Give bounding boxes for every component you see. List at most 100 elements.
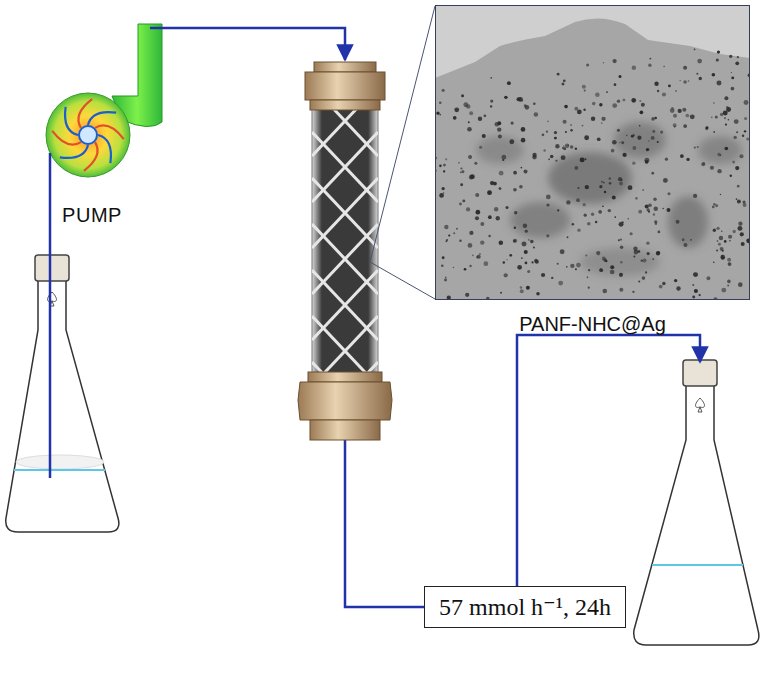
tem-micrograph-part-part (620, 238, 622, 240)
packed-column-part-part (312, 362, 378, 372)
tem-micrograph-part-part (536, 292, 540, 296)
tem-micrograph-part-part (656, 251, 660, 255)
tem-micrograph-part-part (528, 239, 530, 241)
tem-micrograph-part-part (584, 89, 586, 91)
tem-micrograph-part-part (622, 99, 625, 102)
tem-micrograph-part-part (490, 99, 493, 102)
tem-micrograph-part-part (620, 178, 623, 181)
tem-micrograph-part-part (744, 130, 746, 132)
tem-micrograph-part-part (551, 277, 553, 279)
tem-micrograph-part-part (735, 61, 739, 65)
tem-micrograph-part-part (522, 242, 527, 247)
tem-micrograph-part-part (479, 253, 481, 255)
packed-column-part (314, 62, 376, 72)
tem-micrograph-part-part (674, 126, 676, 128)
tem-micrograph-part-part (510, 202, 570, 238)
tem-micrograph-part-part (631, 98, 636, 103)
tem-micrograph-part-part (444, 225, 448, 229)
tem-micrograph-part-part (565, 131, 567, 133)
tem-micrograph-part-part (642, 276, 646, 280)
tem-micrograph-part-part (721, 255, 724, 258)
tem-micrograph-part-part (476, 210, 481, 215)
tem-micrograph-part-part (583, 109, 585, 111)
tem-micrograph-part-part (693, 194, 697, 198)
tem-micrograph-part-part (642, 258, 646, 262)
tem-micrograph-part-part (601, 181, 603, 183)
tem-micrograph-part-part (647, 148, 650, 151)
collection-flask-part (683, 360, 717, 386)
tem-micrograph-part-part (595, 221, 598, 224)
tem-micrograph-part-part (728, 119, 730, 121)
tem-micrograph-part-part (469, 111, 473, 115)
tem-micrograph-part-part (521, 127, 526, 132)
tem-micrograph-part-part (662, 282, 665, 285)
tem-micrograph-part-part (523, 224, 527, 228)
tem-micrograph-part-part (453, 116, 457, 120)
tem-micrograph-part-part (436, 112, 439, 115)
tem-micrograph-part-part (469, 231, 473, 235)
packed-column-part-part (312, 316, 378, 372)
packed-column (298, 40, 392, 478)
tem-micrograph-part-part (517, 97, 521, 101)
tem-micrograph-part-part (514, 226, 516, 228)
tem-micrograph-part-part (482, 134, 486, 138)
tem-micrograph-part-part (638, 250, 641, 253)
collection-flask-part (634, 385, 759, 645)
tem-micrograph-part-part (591, 116, 595, 120)
tem-micrograph-part-part (524, 170, 528, 174)
tem-micrograph-part-part (490, 181, 494, 185)
tem-micrograph-part-part (461, 94, 464, 97)
tem-micrograph-part-part (649, 58, 651, 60)
tem-micrograph-part-part (576, 198, 580, 202)
tem-micrograph-part-part (731, 76, 734, 79)
tem-micrograph-part-part (502, 159, 504, 161)
tem-micrograph-part-part (728, 235, 732, 239)
tem-micrograph-part-part (684, 243, 688, 247)
tem-micrograph-part-part (498, 134, 502, 138)
tem-micrograph-part-part (713, 203, 715, 205)
tem-micrograph-part-part (554, 131, 557, 134)
tem-micrograph-part-part (694, 289, 698, 293)
pump-label: PUMP (62, 204, 122, 227)
tem-micrograph-part-part (728, 262, 732, 266)
tem-micrograph-part-part (608, 209, 611, 212)
tem-micrograph-part-part (612, 196, 616, 200)
tem-micrograph-part-part (675, 90, 677, 92)
tem-micrograph-part-part (682, 108, 686, 112)
tem-micrograph-part-part (693, 272, 698, 277)
tem-micrograph-part-part (656, 251, 660, 255)
tem-micrograph-part-part (732, 161, 735, 164)
tem-micrograph-part-part (696, 73, 698, 75)
packed-column-part-part (312, 110, 378, 156)
tem-micrograph-part-part (580, 157, 585, 162)
tem-micrograph-part-part (622, 153, 626, 157)
tem-micrograph-part-part (698, 294, 700, 296)
tem-micrograph-part-part (470, 174, 475, 179)
tem-micrograph-part-part (468, 243, 473, 248)
tem-micrograph-part-part (717, 80, 722, 85)
tem-micrograph-part-part (577, 110, 582, 115)
tem-micrograph-part-part (742, 134, 744, 136)
tem-micrograph-part-part (730, 174, 732, 176)
tem-micrograph-part-part (652, 258, 654, 260)
tem-micrograph-part-part (610, 270, 615, 275)
tem-micrograph-part-part (576, 263, 581, 268)
tem-micrograph-part-part (526, 286, 530, 290)
tem-micrograph-part-part (633, 256, 635, 258)
tem-inset: PANF-NHC@Ag (435, 5, 750, 300)
tem-micrograph-part-part (513, 171, 517, 175)
feed-flask-part (35, 255, 69, 281)
tem-micrograph-part-part (530, 240, 534, 244)
tem-micrograph-part-part (667, 208, 671, 212)
tem-micrograph-part-part (612, 140, 617, 145)
tem-micrograph-part-part (496, 216, 500, 220)
tem-micrograph-part-part (632, 65, 636, 69)
tem-micrograph-part-part (620, 261, 623, 264)
tem-micrograph-part-part (503, 261, 505, 263)
pump-symbol-part (46, 93, 130, 177)
tem-micrograph-part-part (588, 287, 590, 289)
tem-micrograph-part-part (628, 185, 633, 190)
tem-micrograph-part-part (465, 293, 469, 297)
tem-micrograph-part-part (497, 127, 501, 131)
